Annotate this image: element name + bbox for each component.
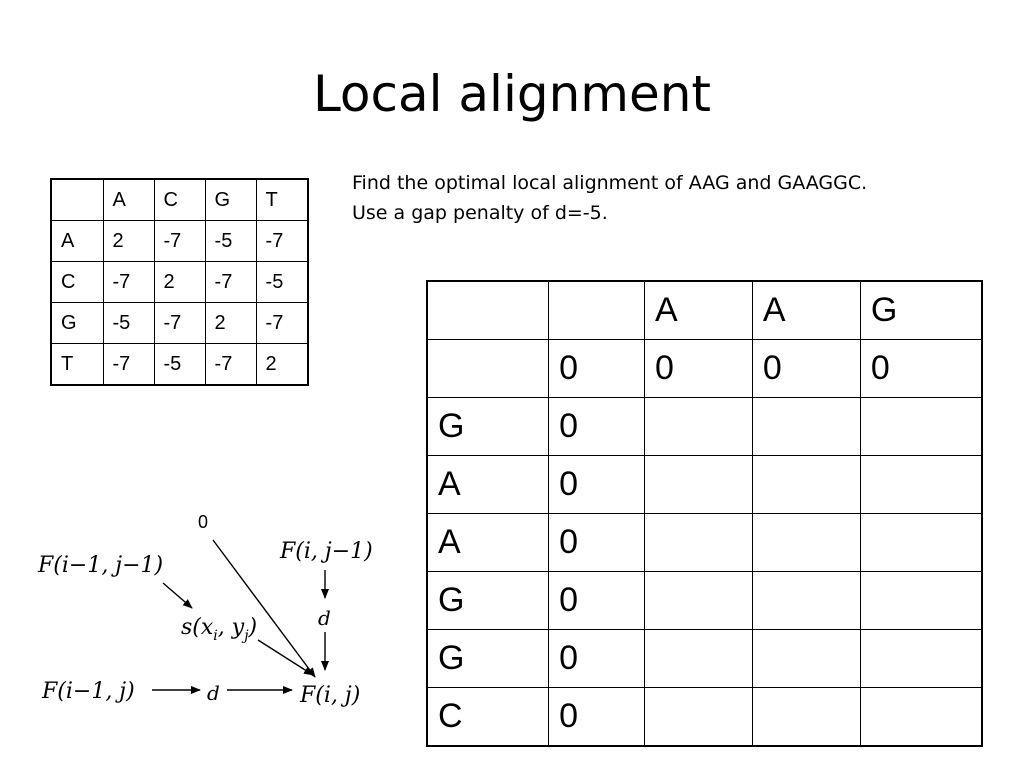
slide-title: Local alignment [312, 65, 712, 123]
table-row: G 0 [426, 571, 983, 630]
table-row: G -5 -7 2 -7 [50, 302, 309, 344]
substitution-arrow [257, 639, 314, 676]
table-cell [643, 629, 753, 688]
zero-arrow [212, 539, 316, 678]
table-cell: G [426, 397, 550, 456]
table-cell: -7 [102, 261, 155, 303]
table-cell: 2 [102, 220, 155, 262]
table-cell: C [426, 687, 550, 747]
table-cell [859, 513, 983, 572]
table-cell: 0 [548, 571, 645, 630]
table-cell: -7 [102, 343, 155, 386]
table-row: T -7 -5 -7 2 [50, 343, 309, 386]
substitution-matrix: A C G T A 2 -7 -5 -7 C -7 2 -7 -5 G -5 -… [50, 178, 309, 386]
zero-option-label: 0 [198, 512, 208, 532]
table-cell: A [751, 280, 861, 340]
table-cell [643, 455, 753, 514]
table-row: C -7 2 -7 -5 [50, 261, 309, 303]
left-cell-label: F(i−1, j) [41, 679, 135, 704]
table-cell: -7 [255, 302, 309, 344]
dp-matrix: A A G 0 0 0 0 G 0 A 0 A 0 G 0 G 0 [426, 280, 983, 747]
table-row: A A G [426, 280, 983, 340]
target-cell-label: F(i, j) [299, 683, 360, 708]
table-cell: T [255, 178, 309, 221]
table-row: C 0 [426, 687, 983, 747]
table-cell: G [859, 280, 983, 340]
table-cell: -5 [204, 220, 257, 262]
table-cell: -7 [153, 302, 206, 344]
table-cell: 0 [859, 339, 983, 398]
table-cell: -7 [204, 261, 257, 303]
up-gap-label: d [318, 606, 331, 630]
table-row: G 0 [426, 629, 983, 688]
subscript-i: i [213, 628, 217, 644]
instructions: Find the optimal local alignment of AAG … [352, 168, 867, 228]
instruction-line: Find the optimal local alignment of AAG … [352, 172, 868, 194]
substitution-function: s(x [181, 615, 214, 640]
table-cell: G [204, 178, 257, 221]
table-cell: 0 [548, 687, 645, 747]
up-cell-label: F(i, j−1) [279, 539, 373, 564]
table-cell [859, 687, 983, 747]
table-row: A C G T [50, 178, 309, 221]
table-cell: -5 [102, 302, 155, 344]
table-cell: C [50, 261, 104, 303]
table-cell [751, 629, 861, 688]
table-row: A 2 -7 -5 -7 [50, 220, 309, 262]
table-cell [859, 629, 983, 688]
table-cell [548, 280, 645, 340]
table-cell: 0 [548, 455, 645, 514]
table-cell: -7 [204, 343, 257, 386]
table-row: A 0 [426, 455, 983, 514]
table-row: A 0 [426, 513, 983, 572]
table-cell: G [426, 571, 550, 630]
table-row: G 0 [426, 397, 983, 456]
substitution-close: ) [248, 615, 258, 640]
left-gap-label: d [207, 681, 220, 705]
table-cell: -5 [255, 261, 309, 303]
table-cell: 0 [548, 339, 645, 398]
table-cell: 0 [548, 397, 645, 456]
table-cell [751, 571, 861, 630]
table-cell: G [50, 302, 104, 344]
table-cell [751, 397, 861, 456]
table-cell [643, 571, 753, 630]
table-cell: 0 [548, 513, 645, 572]
table-cell [859, 397, 983, 456]
substitution-score-label: s(xi, yj) [181, 615, 257, 644]
subscript-j: j [241, 628, 249, 644]
table-cell: A [50, 220, 104, 262]
table-cell: -5 [153, 343, 206, 386]
diagonal-cell-label: F(i−1, j−1) [37, 553, 163, 578]
table-cell: A [426, 455, 550, 514]
table-cell: C [153, 178, 206, 221]
table-cell: 2 [204, 302, 257, 344]
instruction-line: Use a gap penalty of d=-5. [352, 202, 608, 224]
table-cell [751, 687, 861, 747]
table-row: 0 0 0 0 [426, 339, 983, 398]
diagonal-arrow [162, 582, 193, 609]
table-cell [643, 397, 753, 456]
table-cell: 2 [255, 343, 309, 386]
table-cell [426, 339, 550, 398]
table-cell [751, 455, 861, 514]
table-cell: 2 [153, 261, 206, 303]
substitution-arg-y: , y [218, 615, 245, 640]
